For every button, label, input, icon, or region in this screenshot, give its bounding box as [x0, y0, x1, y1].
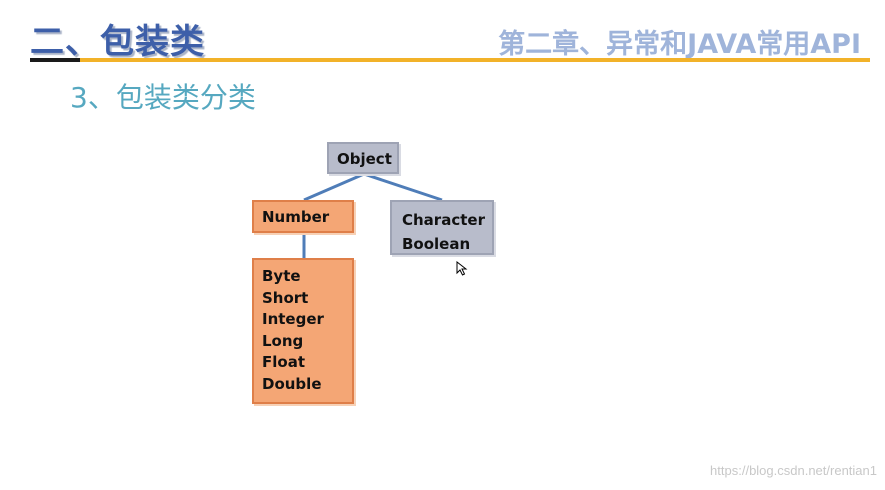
object-label: Object — [337, 150, 392, 168]
mouse-cursor-icon — [456, 261, 468, 276]
page-title: 二、包装类 — [30, 22, 205, 62]
number-box: Number — [252, 200, 354, 233]
object-box: Object — [327, 142, 399, 174]
section-title: 3、包装类分类 — [70, 81, 256, 114]
type-short: Short — [262, 288, 309, 307]
type-double: Double — [262, 374, 322, 393]
chapter-title: 第二章、异常和JAVA常用API — [498, 29, 861, 60]
boolean-label: Boolean — [402, 235, 471, 253]
connector-object-number — [303, 172, 365, 202]
type-float: Float — [262, 353, 305, 372]
connector-object-other — [363, 172, 443, 202]
type-long: Long — [262, 331, 304, 350]
type-integer: Integer — [262, 310, 324, 329]
numeric-types-box: Byte Short Integer Long Float Double — [252, 258, 354, 404]
type-byte: Byte — [262, 267, 301, 285]
header-divider-accent — [30, 58, 80, 62]
watermark: https://blog.csdn.net/rentian1 — [710, 463, 877, 478]
character-label: Character — [402, 211, 485, 229]
header-divider — [30, 58, 870, 62]
number-label: Number — [262, 208, 330, 226]
character-boolean-box: Character Boolean — [390, 200, 494, 255]
